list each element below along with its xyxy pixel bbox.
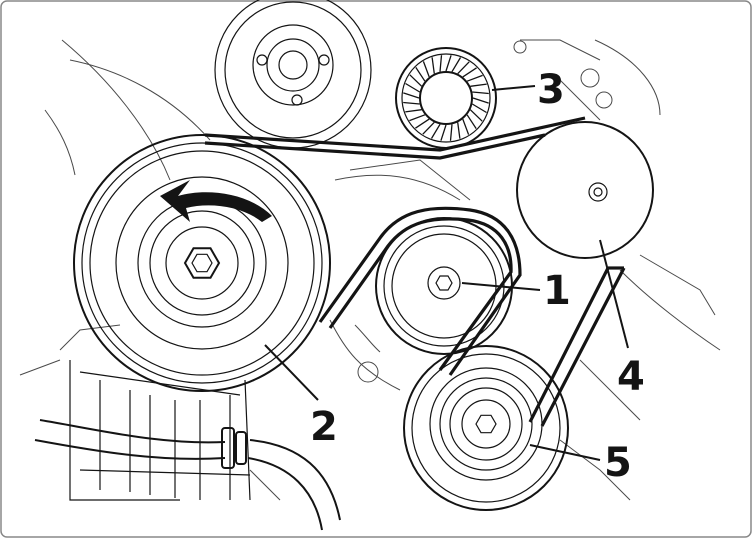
pulley-3-idler bbox=[395, 47, 497, 149]
callout-label-5: 5 bbox=[604, 440, 632, 486]
fin bbox=[445, 55, 452, 72]
coolant-hose bbox=[34, 419, 341, 531]
fin bbox=[422, 61, 430, 78]
leader-1 bbox=[461, 282, 541, 291]
fin bbox=[471, 103, 487, 114]
hose-clamp bbox=[221, 427, 235, 469]
fin bbox=[415, 118, 430, 129]
fin bbox=[466, 114, 477, 129]
fin bbox=[462, 118, 470, 135]
lower-bracket bbox=[69, 360, 251, 501]
leader-4 bbox=[599, 239, 629, 349]
callout-label-1: 1 bbox=[543, 268, 571, 314]
fin bbox=[440, 124, 447, 141]
fin bbox=[439, 55, 443, 72]
pulley-3-fins bbox=[403, 55, 489, 141]
fin bbox=[462, 67, 477, 78]
fin bbox=[449, 124, 453, 141]
fin bbox=[403, 92, 420, 99]
pulley-2-crankshaft bbox=[73, 134, 331, 392]
upper-belt bbox=[204, 116, 586, 160]
fin bbox=[451, 57, 462, 73]
fin bbox=[431, 57, 435, 74]
pulley-4-alternator bbox=[516, 121, 654, 259]
leader-5 bbox=[529, 444, 601, 461]
crankshaft-bolt bbox=[183, 247, 221, 279]
fin bbox=[422, 121, 435, 135]
upper-pulley bbox=[214, 0, 372, 149]
fin bbox=[472, 97, 489, 104]
leader-2 bbox=[264, 344, 319, 401]
engine-background bbox=[19, 39, 721, 501]
fin bbox=[403, 101, 420, 105]
leader-lines bbox=[264, 85, 629, 461]
fin bbox=[466, 74, 483, 82]
fin bbox=[430, 123, 441, 139]
fin bbox=[405, 82, 421, 93]
fin bbox=[472, 91, 489, 95]
pulley-5-ac-compressor bbox=[403, 345, 569, 511]
fin bbox=[470, 83, 487, 87]
callout-label-4: 4 bbox=[617, 354, 645, 400]
fin bbox=[405, 109, 422, 113]
rotation-direction-arrow bbox=[160, 180, 272, 222]
callout-label-2: 2 bbox=[310, 404, 338, 450]
fin bbox=[409, 114, 426, 122]
callout-label-3: 3 bbox=[537, 67, 565, 113]
lower-belt bbox=[318, 206, 626, 427]
fin bbox=[457, 122, 461, 139]
fin bbox=[457, 61, 470, 75]
leader-3 bbox=[491, 85, 536, 91]
fin bbox=[415, 67, 426, 82]
fin bbox=[469, 109, 483, 122]
fin bbox=[409, 74, 423, 87]
